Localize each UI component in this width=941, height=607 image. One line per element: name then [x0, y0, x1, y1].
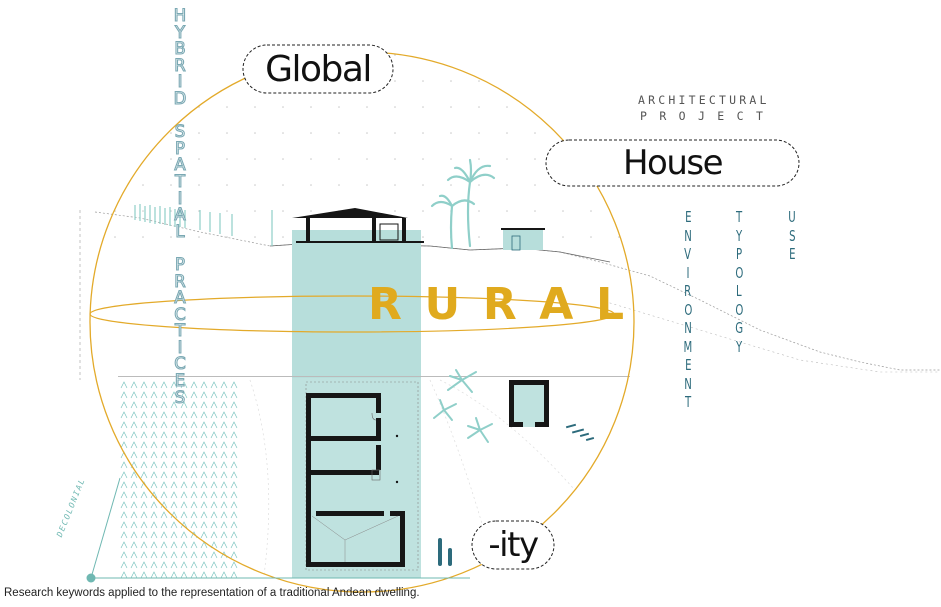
door-swings — [371, 412, 381, 481]
plan-section-column — [292, 378, 421, 578]
pill-outline-ity — [471, 520, 555, 570]
floor-plan-walls — [306, 393, 405, 567]
vertical-letter: T — [684, 393, 692, 411]
vertical-letter: R — [174, 271, 187, 291]
terrain-lower-line — [599, 299, 940, 373]
figure-caption: Research keywords applied to the represe… — [4, 587, 420, 599]
label-architectural: ARCHITECTURAL — [638, 93, 770, 107]
rural-letter: L — [595, 278, 624, 330]
plan-dot — [395, 434, 399, 438]
vertical-letter: B — [174, 39, 186, 59]
vertical-letter: L — [736, 282, 742, 300]
label-project: PROJECT — [640, 109, 776, 123]
palm-trees — [430, 158, 496, 250]
vertical-letter: S — [174, 122, 186, 142]
vertical-letter: T — [174, 321, 186, 341]
plan-dot — [395, 480, 399, 484]
cypress-trees — [438, 538, 452, 566]
vertical-letter: P — [735, 245, 743, 263]
vertical-letter: H — [173, 6, 187, 25]
crop-vegetation — [134, 204, 273, 246]
vertical-letter: S — [788, 226, 796, 245]
rural-letter: R — [368, 278, 402, 330]
house-section-column — [292, 230, 421, 378]
small-hut — [501, 228, 545, 251]
vertical-letter: R — [174, 55, 187, 75]
plan-trees — [433, 369, 493, 443]
vertical-letter: Y — [735, 226, 743, 245]
keyword-global: Global — [265, 48, 372, 90]
decolonial-node — [86, 573, 96, 583]
vertical-letter: E — [174, 371, 186, 391]
vertical-letter: G — [735, 319, 743, 337]
vertical-letter: O — [735, 263, 743, 282]
vertical-letter: Y — [174, 22, 186, 42]
vertical-letter: I — [177, 188, 183, 208]
vertical-letter: C — [174, 304, 187, 324]
rural-letter: U — [424, 278, 461, 330]
pill-outline-house — [545, 139, 800, 187]
vertical-letter: S — [174, 387, 186, 407]
ground-line — [118, 376, 630, 377]
vertical-letter: I — [686, 263, 690, 282]
architectural-project-label: ARCHITECTURAL PROJECT — [638, 92, 804, 124]
vertical-letter: E — [684, 356, 692, 374]
vertical-letter: A — [174, 288, 186, 308]
house-elevation — [292, 208, 424, 243]
vertical-letter: N — [684, 226, 692, 245]
vertical-letter: E — [788, 245, 796, 263]
decolonial-axis — [90, 477, 121, 579]
vertical-letter: D — [173, 88, 187, 108]
pill-outline-global — [242, 44, 394, 94]
vertical-letter: I — [177, 337, 183, 357]
vertical-letter: L — [175, 221, 185, 241]
keyword-house: House — [622, 143, 724, 183]
vertical-letter: N — [684, 374, 692, 393]
vertical-letter: A — [174, 205, 186, 225]
vertical-letter: P — [174, 138, 185, 158]
vertical-letter: Y — [735, 337, 743, 356]
vertical-letter: A — [174, 155, 186, 175]
vertical-letter: E — [684, 208, 692, 226]
hut-plan — [509, 380, 549, 427]
vertical-letter: O — [684, 300, 692, 319]
vertical-letter: I — [177, 72, 183, 92]
plan-roof-hatch — [311, 515, 399, 562]
rural-letter: R — [482, 278, 517, 330]
vertical-letter: R — [684, 282, 692, 300]
vertical-letter: V — [684, 245, 692, 263]
rural-letter: A — [539, 278, 574, 330]
vertical-letter: T — [174, 171, 186, 191]
stepping-stones — [565, 423, 595, 442]
vertical-letter: O — [735, 300, 743, 319]
vertical-letter: T — [735, 208, 743, 226]
triangle-pattern-field — [118, 378, 238, 578]
vertical-letter: C — [174, 354, 187, 374]
vertical-letter: U — [788, 208, 796, 226]
vertical-letter: P — [174, 254, 185, 274]
vertical-letter: M — [683, 337, 693, 356]
vertical-letter: N — [684, 319, 692, 337]
keyword-ity: -ity — [488, 525, 539, 565]
